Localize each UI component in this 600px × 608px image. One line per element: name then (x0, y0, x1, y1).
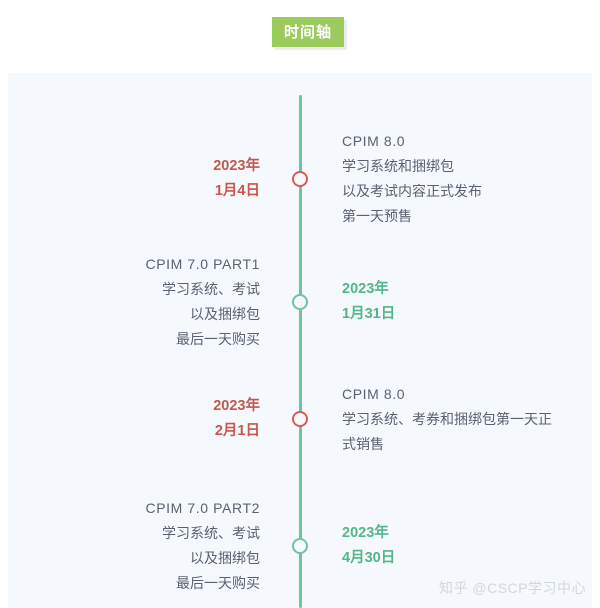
timeline-date: 2023年 1月31日 (342, 277, 582, 327)
timeline-date-line: 2023年 (342, 281, 389, 297)
timeline-description-line: CPIM 7.0 PART1 (145, 256, 260, 272)
timeline-description-line: CPIM 7.0 PART2 (145, 500, 260, 516)
timeline-description-line: CPIM 8.0 (342, 133, 406, 149)
timeline-date: 2023年 4月30日 (342, 521, 582, 571)
timeline-marker-green-icon (292, 538, 308, 554)
timeline-date-line: 1月31日 (342, 306, 396, 322)
timeline-date-line: 2023年 (213, 158, 260, 174)
header-bar: 时间轴 (0, 0, 600, 73)
timeline-date-line: 1月4日 (214, 183, 260, 199)
timeline-description-line: 以及捆绑包 (190, 550, 260, 566)
timeline-description-line: CPIM 8.0 (342, 385, 406, 402)
page-title: 时间轴 (283, 23, 332, 41)
timeline-marker-red-icon (292, 411, 308, 427)
timeline-description-line: 第一天预售 (342, 208, 412, 224)
timeline-marker-green-icon (292, 294, 308, 310)
timeline-description-line: 以及考试内容正式发布 (342, 183, 482, 199)
timeline-marker-red-icon (292, 171, 308, 187)
timeline-description-line: 学习系统、考券和捆绑包第一天正 (342, 410, 552, 427)
timeline-date: 2023年 2月1日 (8, 394, 270, 444)
timeline-description-line: 以及捆绑包 (190, 306, 260, 322)
timeline-date-line: 4月30日 (342, 550, 396, 566)
timeline-description-line: 学习系统、考试 (162, 525, 260, 541)
timeline-date-line: 2月1日 (214, 423, 260, 439)
timeline-description: CPIM 7.0 PART2 学习系统、考试以及捆绑包最后一天购买 (8, 496, 270, 596)
timeline-description-line: 学习系统、考试 (162, 281, 260, 297)
timeline-description: CPIM 8.0 学习系统、考券和捆绑包第一天正式销售 (342, 382, 582, 457)
timeline-date-line: 2023年 (342, 525, 389, 541)
timeline-panel: 2023年 1月4日 CPIM 8.0 学习系统和捆绑包以及考试内容正式发布第一天预售… (8, 73, 592, 608)
timeline-description-line: 最后一天购买 (176, 575, 260, 591)
timeline-axis-line (299, 95, 302, 608)
timeline-description-line: 学习系统和捆绑包 (342, 158, 454, 174)
timeline-date-line: 2023年 (213, 398, 260, 414)
timeline-description-line: 最后一天购买 (176, 331, 260, 347)
timeline-description: CPIM 8.0 学习系统和捆绑包以及考试内容正式发布第一天预售 (342, 129, 582, 229)
page-title-badge: 时间轴 (272, 17, 344, 47)
timeline-description: CPIM 7.0 PART1 学习系统、考试以及捆绑包最后一天购买 (8, 252, 270, 352)
timeline-description-line: 式销售 (342, 435, 384, 452)
watermark: 知乎 @CSCP学习中心 (439, 580, 586, 596)
timeline-date: 2023年 1月4日 (8, 154, 270, 204)
